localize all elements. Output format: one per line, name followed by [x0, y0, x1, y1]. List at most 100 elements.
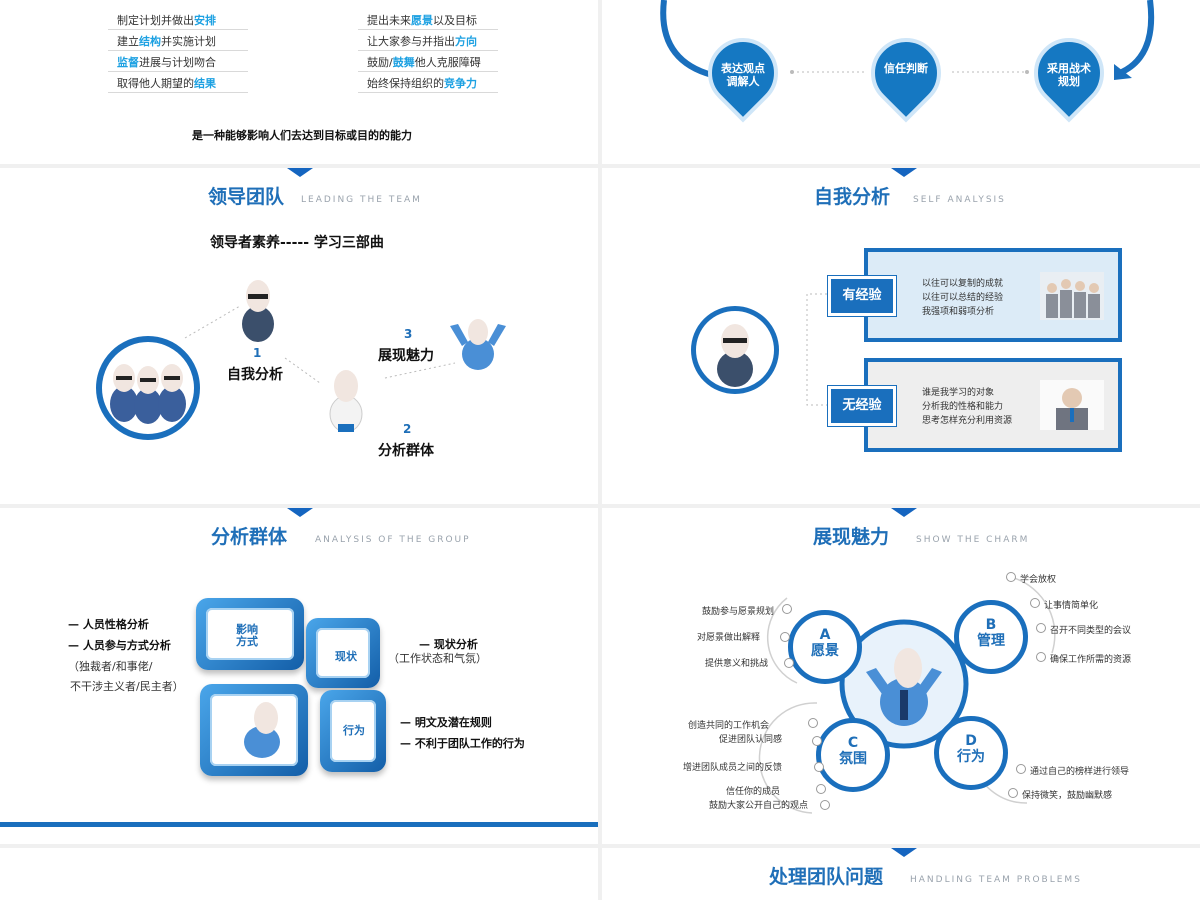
note-types-1: （独裁者/和事佬/: [68, 660, 153, 673]
tile-behavior-label: 行为: [343, 724, 365, 737]
bullet-dot: [784, 658, 794, 668]
slide-subtitle: SELF ANALYSIS: [913, 195, 1006, 205]
self-figure-icon: [717, 324, 753, 387]
bullet-dot: [780, 632, 790, 642]
charm-item: 通过自己的榜样进行领导: [1030, 767, 1130, 777]
divider: [358, 71, 498, 72]
team-figures-ring: [96, 336, 200, 440]
team-figures-icon: [110, 364, 186, 424]
slide-title: 分析群体: [211, 526, 288, 548]
charm-item: 让事情简单化: [1044, 601, 1099, 611]
bullet-dot: [808, 718, 818, 728]
slide-subtitle: ANALYSIS OF THE GROUP: [315, 535, 471, 545]
note-rules: — 明文及潜在规则: [400, 716, 492, 729]
no-experience-tag: 无经验: [828, 386, 896, 426]
charm-item: 保持微笑，鼓励幽默感: [1022, 791, 1113, 801]
divider: [358, 29, 498, 30]
notch-marker: [287, 508, 313, 517]
business-team-photo: [1040, 272, 1104, 320]
bullet-dot: [816, 784, 826, 794]
group-figure: [244, 702, 280, 758]
group-analysis-figure: [329, 370, 363, 432]
self-analysis-figure: [242, 280, 274, 342]
step-1-label: 自我分析: [227, 367, 283, 383]
step-1-number: 1: [253, 346, 262, 360]
manage-list-item: 制定计划并做出安排: [117, 14, 216, 27]
divider: [108, 50, 248, 51]
charm-item: 对愿景做出解释: [696, 633, 760, 643]
notch-marker: [891, 508, 917, 517]
step-3-label: 展现魅力: [378, 348, 434, 364]
slide-title: 展现魅力: [813, 526, 890, 548]
tile-status-label: 现状: [335, 650, 357, 663]
slide-partial-left: [0, 848, 598, 900]
charm-item: 创造共同的工作机会: [687, 721, 769, 731]
bullet-dot: [1008, 788, 1018, 798]
lead-list-item: 始终保持组织的竞争力: [367, 77, 477, 90]
bullet-dot: [812, 736, 822, 746]
charm-item: 召开不同类型的会议: [1050, 626, 1132, 636]
pin-label-1: 表达观点调解人: [721, 62, 765, 88]
slide-subtitle: SHOW THE CHARM: [916, 535, 1030, 545]
bullet-dot: [1030, 598, 1040, 608]
note-status-analysis: — 现状分析: [419, 638, 478, 651]
slide-leadership-pins: 表达观点调解人 信任判断 采用战术规划: [602, 0, 1200, 164]
charm-item: 鼓励参与愿景规划: [701, 607, 774, 617]
note-participation: — 人员参与方式分析: [68, 639, 171, 652]
notch-marker: [287, 168, 313, 177]
leadership-summary: 是一种能够影响人们去达到目标或目的的能力: [192, 129, 412, 142]
bullet-dot: [1036, 652, 1046, 662]
connector-lines: [806, 293, 827, 406]
tile-influence-label: 影响 方式: [236, 623, 258, 648]
bullet-dot: [1006, 572, 1016, 582]
slide-handling-team-problems: 处理团队问题 HANDLING TEAM PROBLEMS: [602, 848, 1200, 900]
charm-item: 鼓励大家公开自己的观点: [708, 801, 808, 811]
slide-leadership-definition: 制定计划并做出安排建立结构并实施计划监督进展与计划吻合取得他人期望的结果 提出未…: [0, 0, 598, 164]
charm-item: 信任你的成员: [725, 787, 780, 797]
divider: [358, 92, 498, 93]
bullet-dot: [1036, 623, 1046, 633]
divider: [108, 92, 248, 93]
slide-title: 处理团队问题: [769, 866, 884, 888]
bottom-rule: [0, 822, 598, 827]
slide-leading-the-team: 领导团队 LEADING THE TEAM 领导者素养----- 学习三部曲 1…: [0, 168, 598, 504]
businessman-photo: [1040, 380, 1104, 430]
no-experience-details: 谁是我学习的对象分析我的性格和能力思考怎样充分利用资源: [922, 388, 1013, 426]
bullet-dot: [814, 762, 824, 772]
slide-subtitle: LEADING THE TEAM: [301, 195, 422, 205]
show-charm-figure: [450, 319, 506, 370]
experience-details: 以往可以复制的成就以往可以总结的经验我强项和弱项分析: [922, 279, 1004, 317]
slide-title: 自我分析: [814, 186, 891, 208]
lead-list-item: 提出未来愿景以及目标: [367, 14, 477, 27]
tile-behavior: [320, 690, 386, 772]
tile-influence: [196, 598, 304, 670]
note-personality: — 人员性格分析: [68, 618, 149, 631]
step-3-number: 3: [404, 327, 413, 341]
charm-item: 确保工作所需的资源: [1050, 655, 1132, 665]
notch-marker: [891, 168, 917, 177]
tile-status: [306, 618, 380, 688]
slide-analysis-of-group: 分析群体 ANALYSIS OF THE GROUP — 人员性格分析 — 人员…: [0, 508, 598, 844]
arc-arrows: [660, 0, 1155, 80]
slide-title: 领导团队: [208, 186, 285, 208]
self-figure-ring: [691, 306, 779, 394]
manage-list-item: 建立结构并实施计划: [117, 35, 216, 48]
note-harmful-behavior: — 不利于团队工作的行为: [400, 737, 525, 750]
divider: [358, 50, 498, 51]
manage-list-item: 监督进展与计划吻合: [117, 56, 216, 69]
charm-item: 促进团队认同感: [718, 735, 782, 745]
slide-subtitle: HANDLING TEAM PROBLEMS: [910, 875, 1082, 885]
manage-list-item: 取得他人期望的结果: [117, 77, 216, 90]
section-heading: 领导者素养----- 学习三部曲: [210, 235, 384, 251]
bullet-dot: [820, 800, 830, 810]
people-icon: [1046, 279, 1100, 318]
pin-label-3: 采用战术规划: [1047, 62, 1091, 88]
divider: [108, 29, 248, 30]
divider: [108, 71, 248, 72]
person-icon: [1056, 388, 1088, 430]
lead-list-item: 鼓励/鼓舞他人克服障碍: [367, 56, 481, 69]
charm-figure: [866, 648, 942, 726]
